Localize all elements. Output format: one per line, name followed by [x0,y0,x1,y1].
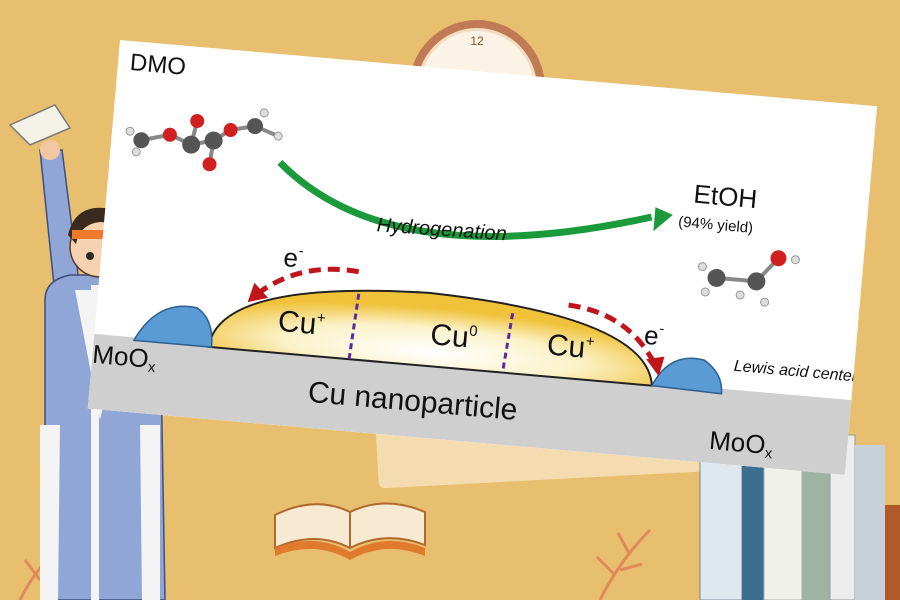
open-book-icon [274,502,426,560]
cu-symbol: Cu [276,304,318,342]
book-stack [699,434,900,600]
clock-number-12: 12 [470,34,484,48]
moox-symbol: MoO [708,424,767,460]
electron-arrow-left [247,266,360,303]
hydrogenation-arrow [277,159,673,240]
dmo-molecule-icon [125,108,283,172]
moox-site-left [132,305,213,348]
diagram-graphics [87,108,852,475]
cu-zero-label: Cu0 [429,318,478,356]
cu-nanoparticle-support [87,333,852,475]
cu-plus-label-left: Cu+ [277,305,327,343]
moox-label-right: MoOx [708,425,774,462]
electron-arrow-right [568,302,665,377]
cu-particle-dome [207,289,653,387]
moox-site-right [650,357,723,395]
cu-symbol: Cu [545,328,587,365]
moox-label-left: MoOx [91,339,157,376]
boundary-line-right [500,313,515,373]
etoh-molecule-icon [697,250,800,307]
cu-plus-label-right: Cu+ [546,328,596,366]
moox-subscript: x [147,358,157,377]
electron-label-left: e- [282,241,304,275]
moox-symbol: MoO [91,338,150,374]
reaction-diagram-card: DMO EtOH (94% yield) Hydrogenation e- e-… [87,40,878,475]
cu-oxidation-state: 0 [468,322,479,341]
product-label: EtOH [692,178,759,215]
reactant-label: DMO [128,49,188,81]
cu-symbol: Cu [429,318,471,355]
moox-subscript: x [764,444,773,463]
boundary-line-left [347,293,361,360]
plant-sprig-right [595,528,652,600]
electron-label-right: e- [643,319,665,353]
cu-charge: + [316,309,327,327]
cu-charge: + [585,332,596,351]
raised-book-icon [8,104,72,146]
